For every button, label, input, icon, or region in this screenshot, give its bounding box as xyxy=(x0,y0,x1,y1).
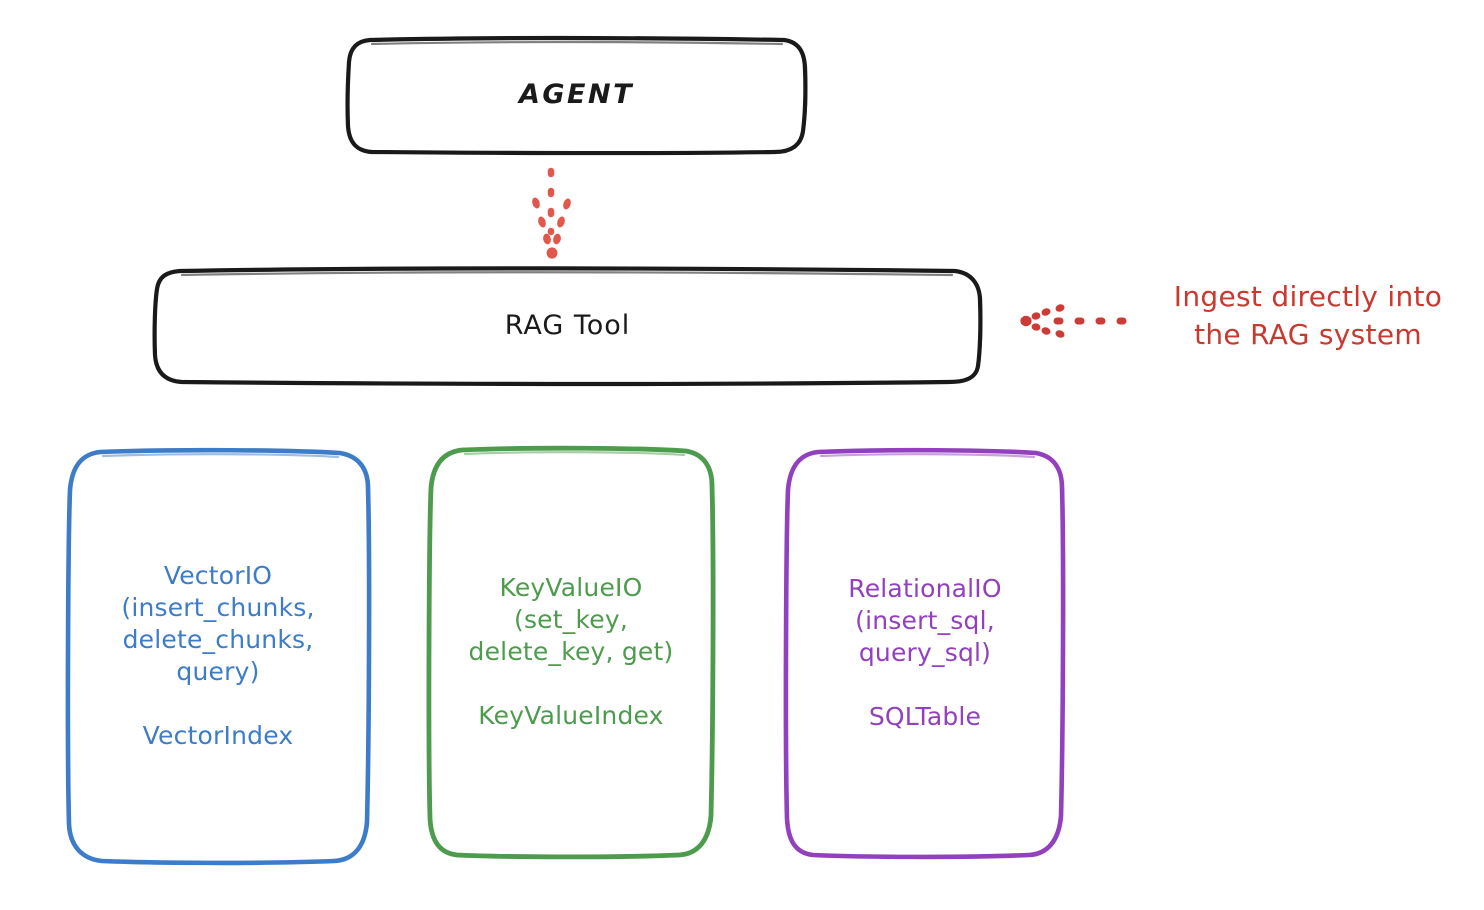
node-rag-tool-label: RAG Tool xyxy=(504,309,631,341)
node-key-value-io-label: KeyValueIO (set_key, delete_key, get) Ke… xyxy=(468,573,674,730)
edge-agent-to-rag-tool xyxy=(532,167,571,259)
node-rag-tool[interactable]: RAG Tool xyxy=(155,270,980,382)
node-key-value-io[interactable]: KeyValueIO (set_key, delete_key, get) Ke… xyxy=(430,448,712,856)
vector-io-box-outline xyxy=(65,447,372,866)
node-relational-io-label: RelationalIO (insert_sql, query_sql) SQL… xyxy=(848,574,1002,731)
node-agent-label: AGENT xyxy=(518,78,634,110)
agent-box-outline xyxy=(345,36,808,156)
annotation-ingest-directly: Ingest directly into the RAG system xyxy=(1173,280,1443,351)
node-vector-io[interactable]: VectorIO (insert_chunks, delete_chunks, … xyxy=(68,450,368,862)
node-relational-io[interactable]: RelationalIO (insert_sql, query_sql) SQL… xyxy=(787,450,1063,856)
relational-io-box-outline xyxy=(783,447,1066,860)
node-agent[interactable]: AGENT xyxy=(348,38,805,152)
rag-tool-box-outline xyxy=(152,266,983,386)
key-value-io-box-outline xyxy=(426,445,716,860)
node-vector-io-label: VectorIO (insert_chunks, delete_chunks, … xyxy=(121,561,315,750)
edge-ingest-to-rag-tool xyxy=(1020,304,1132,338)
